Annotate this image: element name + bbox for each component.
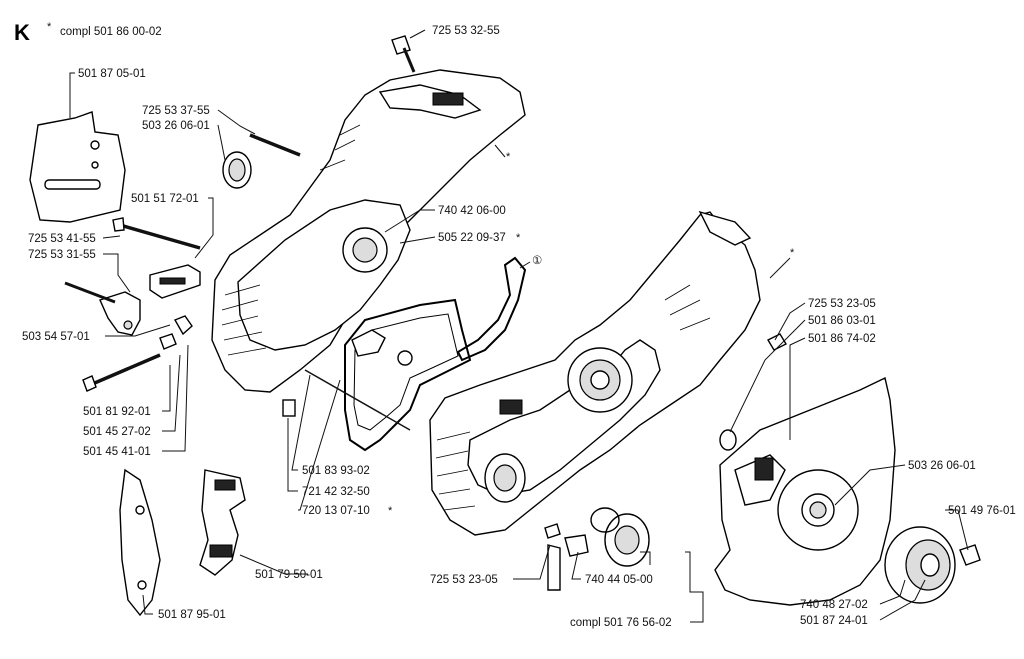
header-asterisk: * — [47, 21, 52, 33]
part-labels: 725 53 32-55 501 87 05-01 725 53 37-55 5… — [22, 25, 1016, 629]
label-501-51-72-01: 501 51 72-01 — [131, 193, 199, 205]
label-503-26-06-01-top: 503 26 06-01 — [142, 120, 210, 132]
clutch-cover — [714, 376, 896, 606]
compl-note: compl 501 86 00-02 — [60, 26, 162, 38]
label-740-48-27-02: 740 48 27-02 — [800, 599, 868, 611]
label-501-86-03-01: 501 86 03-01 — [808, 315, 876, 327]
label-503-54-57-01: 503 54 57-01 — [22, 331, 90, 343]
spike-bumper — [199, 469, 246, 576]
asterisk-right-case: * — [790, 247, 795, 259]
label-725-53-32-55: 725 53 32-55 — [432, 25, 500, 37]
asterisk-720: * — [388, 505, 393, 517]
leader-lines — [69, 29, 969, 623]
asterisk-505: * — [516, 232, 521, 244]
bar-plate — [29, 111, 126, 223]
section-letter: K — [14, 20, 30, 45]
label-501-87-95-01: 501 87 95-01 — [158, 609, 226, 621]
oil-pump — [547, 507, 650, 591]
label-compl-501-76-56-02: compl 501 76 56-02 — [570, 617, 672, 629]
label-720-13-07-10: 720 13 07-10 — [302, 505, 370, 517]
label-501-79-50-01: 501 79 50-01 — [255, 569, 323, 581]
label-501-45-27-02: 501 45 27-02 — [83, 426, 151, 438]
label-725-53-31-55: 725 53 31-55 — [28, 249, 96, 261]
label-501-87-05-01: 501 87 05-01 — [78, 68, 146, 80]
right-crankcase — [429, 210, 761, 536]
label-725-53-23-05-right: 725 53 23-05 — [808, 298, 876, 310]
label-725-53-23-05-bottom: 725 53 23-05 — [430, 574, 498, 586]
label-725-53-37-55: 725 53 37-55 — [142, 105, 210, 117]
circled-one-marker: ① — [532, 255, 542, 267]
label-501-81-92-01: 501 81 92-01 — [83, 406, 151, 418]
clutch-drum — [884, 526, 981, 604]
label-505-22-09-37: 505 22 09-37 — [438, 232, 506, 244]
label-501-86-74-02: 501 86 74-02 — [808, 333, 876, 345]
label-725-53-41-55: 725 53 41-55 — [28, 233, 96, 245]
bolt-top — [391, 35, 416, 73]
left-crankcase — [211, 69, 526, 393]
label-740-42-06-00: 740 42 06-00 — [438, 205, 506, 217]
label-501-49-76-01: 501 49 76-01 — [948, 505, 1016, 517]
label-503-26-06-01-right: 503 26 06-01 — [908, 460, 976, 472]
seal-ring — [222, 151, 252, 189]
chain-catcher — [119, 468, 161, 617]
tensioner-parts — [64, 264, 296, 417]
label-721-42-32-50: 721 42 32-50 — [302, 486, 370, 498]
label-501-87-24-01: 501 87 24-01 — [800, 615, 868, 627]
label-740-44-05-00: 740 44 05-00 — [585, 574, 653, 586]
gasket — [304, 298, 472, 452]
label-501-83-93-02: 501 83 93-02 — [302, 465, 370, 477]
asterisk-left-case: * — [506, 151, 511, 163]
label-501-45-41-01: 501 45 41-01 — [83, 446, 151, 458]
